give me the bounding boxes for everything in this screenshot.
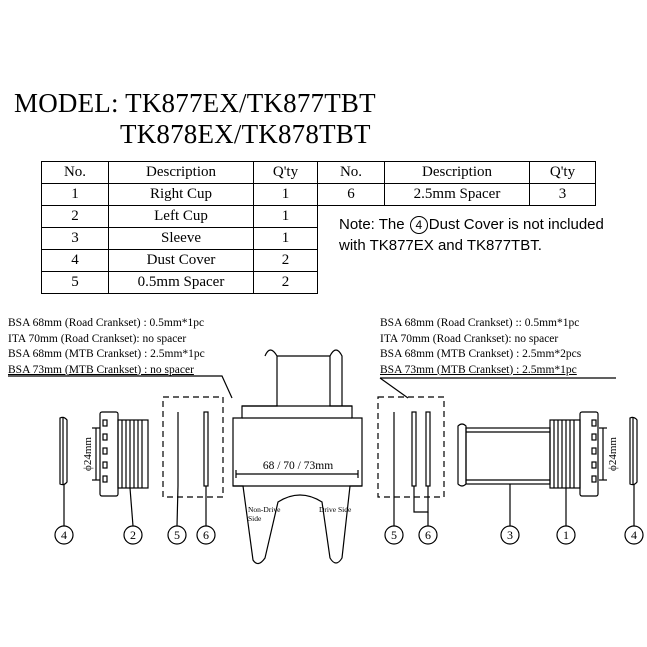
callout-circle: [624, 525, 644, 545]
spacer-box-right: [377, 396, 445, 498]
cup-dimension-right: ϕ24mm: [607, 437, 619, 471]
cell-description: Dust Cover: [108, 249, 254, 272]
spacer-2-5mm-right-b: [425, 411, 431, 487]
spacer-spec-left: BSA 68mm (Road Crankset) : 0.5mm*1pc ITA…: [8, 316, 205, 378]
spec-line: BSA 73mm (MTB Crankset) : 2.5mm*1pc: [380, 363, 577, 376]
spacer-2-5mm-right-a: [411, 411, 417, 487]
note-circled-number: 4: [409, 216, 428, 234]
cup-dimension-left: ϕ24mm: [82, 437, 94, 471]
header-no: No.: [41, 161, 109, 184]
cell-qty: 3: [529, 183, 596, 206]
right-cup: [549, 411, 599, 497]
cell-no: 5: [41, 271, 109, 294]
sleeve: [457, 423, 551, 487]
non-drive-side-label: Non-Drive Side: [248, 505, 282, 523]
spec-line: BSA 68mm (Road Crankset) :: 0.5mm*1pc: [380, 317, 580, 329]
cell-description: 2.5mm Spacer: [384, 183, 530, 206]
left-cup: [99, 411, 149, 497]
callout-number: 6: [425, 528, 431, 542]
cell-description: Left Cup: [108, 205, 254, 228]
callout-number: 4: [61, 528, 67, 542]
spec-line: BSA 68mm (MTB Crankset) : 2.5mm*2pcs: [380, 348, 582, 360]
bb-shell: [232, 349, 363, 565]
spec-line: BSA 68mm (MTB Crankset) : 2.5mm*1pc: [8, 348, 205, 360]
drive-side-label: Drive Side: [319, 505, 352, 514]
table-header-row: No. Description Q'ty: [41, 161, 318, 184]
spec-line: ITA 70mm (Road Crankset): no spacer: [380, 332, 559, 345]
model-title-line2: TK878EX/TK878TBT: [120, 119, 371, 149]
spec-line: BSA 73mm (MTB Crankset) : no spacer: [8, 363, 194, 376]
callout-number: 5: [174, 528, 180, 542]
note-suffix: Dust Cover is not included: [428, 216, 604, 233]
cell-no: 6: [317, 183, 385, 206]
callout-circle: [123, 525, 143, 545]
cell-qty: 2: [253, 271, 318, 294]
callout-circle: [556, 525, 576, 545]
callout-circle: [54, 525, 74, 545]
model-title-line1: MODEL: TK877EX/TK877TBT: [14, 88, 376, 118]
note-prefix: Note: The: [339, 216, 405, 233]
callout-number: 6: [203, 528, 209, 542]
cell-description: 0.5mm Spacer: [108, 271, 254, 294]
callout-number: 2: [130, 528, 136, 542]
callout-number: 5: [391, 528, 397, 542]
dust-cover-left: [59, 416, 68, 486]
spec-leader-left: [8, 375, 233, 399]
callout-circle: [384, 525, 404, 545]
callout-circle: [167, 525, 187, 545]
spec-line: BSA 68mm (Road Crankset) : 0.5mm*1pc: [8, 317, 205, 329]
callout-circle: [500, 525, 520, 545]
note-line2: with TK877EX and TK877TBT.: [339, 237, 542, 254]
shell-width-label: 68 / 70 / 73mm: [263, 460, 333, 472]
header-no: No.: [317, 161, 385, 184]
callout-number: 4: [631, 528, 637, 542]
callout-circle: [418, 525, 438, 545]
spacer-box-left: [162, 396, 224, 498]
spacer-2-5mm-left: [203, 411, 209, 487]
callout-circle: [196, 525, 216, 545]
callout-number: 1: [563, 528, 569, 542]
spec-leader-right-tick: [379, 377, 409, 399]
table-header-row: No. Description Q'ty: [317, 161, 596, 184]
spacer-spec-right: BSA 68mm (Road Crankset) :: 0.5mm*1pc IT…: [380, 316, 581, 378]
callout-number: 3: [507, 528, 513, 542]
dust-cover-right: [629, 416, 638, 486]
spec-line: ITA 70mm (Road Crankset): no spacer: [8, 332, 187, 345]
